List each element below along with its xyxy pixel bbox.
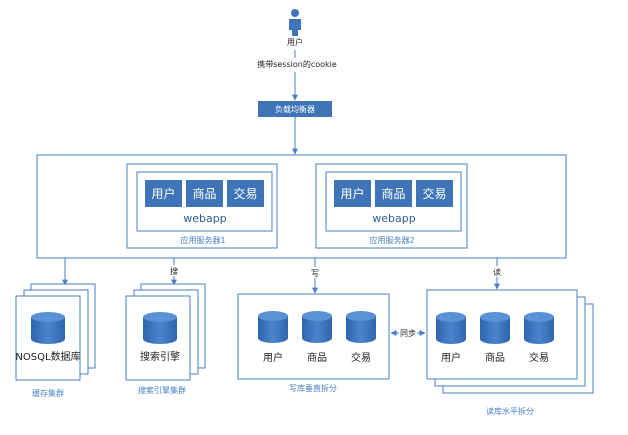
app1-module-trade-label: 交易 <box>233 186 257 201</box>
application-tier-container <box>36 154 567 259</box>
app1-module-product-label: 商品 <box>192 186 216 201</box>
search-cluster: 搜索引擎 搜索引擎集群 <box>125 283 206 395</box>
write-db-trade-icon <box>346 311 376 343</box>
write-db-product-icon <box>302 311 332 343</box>
app2-module-user <box>334 180 371 207</box>
app2-module-trade <box>416 180 453 207</box>
read-db-group: 用户 商品 交易 读库水平拆分 <box>426 289 594 416</box>
app2-module-product <box>375 180 412 207</box>
write-db-group: 用户 商品 交易 写库垂直拆分 <box>237 293 390 393</box>
read-edge-label: 读 <box>493 267 501 277</box>
write-edge-label: 写 <box>311 269 319 278</box>
app-server-1: 用户 商品 交易 webapp 应用服务器1 <box>126 163 278 249</box>
app-server-2: 用户 商品 交易 webapp 应用服务器2 <box>315 163 468 249</box>
read-db-caption: 读库水平拆分 <box>486 406 534 416</box>
search-db-icon <box>143 312 177 344</box>
app2-module-product-label: 商品 <box>381 186 405 201</box>
app2-caption: 应用服务器2 <box>369 235 414 245</box>
app1-module-trade <box>227 180 264 207</box>
app2-webapp-label: webapp <box>372 212 415 225</box>
cache-db-icon <box>31 312 65 344</box>
app2-module-user-label: 用户 <box>340 186 364 201</box>
app1-webapp-label: webapp <box>183 212 226 225</box>
app1-module-user-label: 用户 <box>151 186 175 201</box>
cookie-label: 携带session的cookie <box>257 59 337 69</box>
read-db-product-icon <box>480 312 510 344</box>
write-db-caption: 写库垂直拆分 <box>289 383 337 393</box>
read-db-user-icon <box>436 312 466 344</box>
search-edge-label: 搜 <box>170 266 178 276</box>
load-balancer-label: 负载均衡器 <box>275 104 315 114</box>
write-edge-label-bg <box>309 267 321 278</box>
sync-label: 同步 <box>400 329 416 338</box>
app1-module-product <box>186 180 223 207</box>
search-db-label: 搜索引擎 <box>140 350 180 363</box>
write-db-product-label: 商品 <box>307 351 327 364</box>
read-db-trade-icon <box>524 312 554 344</box>
cache-cluster-caption: 缓存集群 <box>32 388 64 398</box>
read-db-user-label: 用户 <box>441 351 461 364</box>
app1-caption: 应用服务器1 <box>180 235 225 245</box>
user-icon <box>289 9 301 36</box>
sync-label-bg <box>399 327 417 338</box>
search-cluster-caption: 搜索引擎集群 <box>138 385 186 395</box>
cache-db-label: NOSQL数据库 <box>15 350 80 363</box>
user-label: 用户 <box>287 37 303 47</box>
app2-module-trade-label: 交易 <box>422 186 446 201</box>
write-db-user-label: 用户 <box>263 351 283 364</box>
cache-cluster: NOSQL数据库 缓存集群 <box>15 283 96 398</box>
write-db-user-icon <box>258 311 288 343</box>
read-db-trade-label: 交易 <box>529 351 549 364</box>
search-edge-label-bg <box>168 265 180 276</box>
write-db-trade-label: 交易 <box>351 351 371 364</box>
read-edge-label-bg <box>491 266 503 277</box>
read-db-product-label: 商品 <box>485 351 505 364</box>
app1-module-user <box>145 180 182 207</box>
load-balancer-box <box>258 101 332 117</box>
